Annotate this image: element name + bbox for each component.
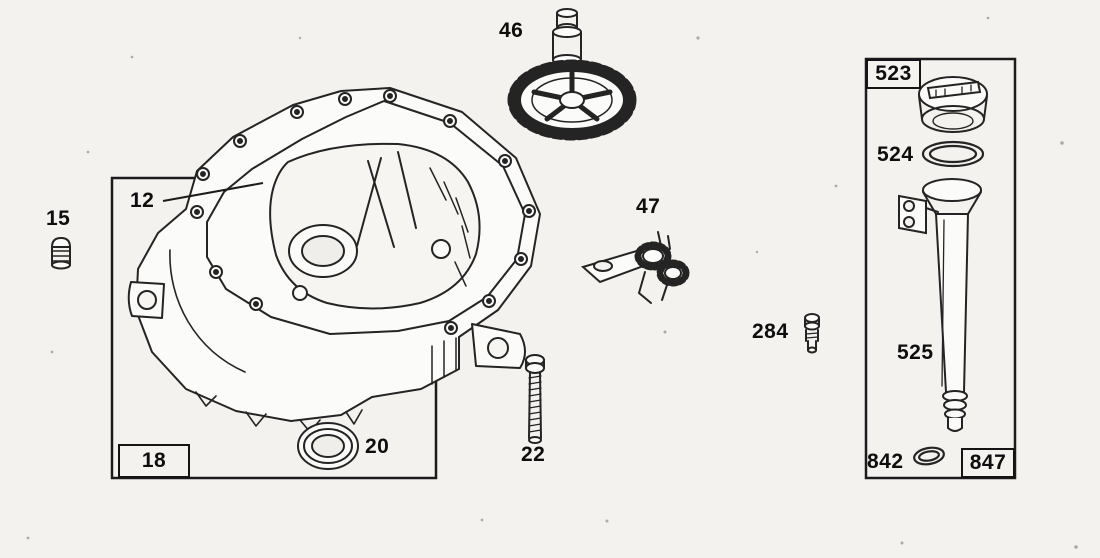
part-18-label: 18 — [118, 444, 190, 478]
part-12-leader-line — [162, 182, 264, 202]
flange-bolt-holes — [190, 89, 536, 335]
part-284-plug-drawing — [804, 313, 820, 354]
group-box-523 — [864, 57, 1017, 480]
part-22-label: 22 — [521, 443, 546, 466]
part-523-label: 523 — [866, 59, 921, 89]
part-46-cam-gear-drawing — [507, 8, 637, 141]
part-47-label: 47 — [636, 195, 661, 218]
part-842-label: 842 — [867, 450, 904, 473]
part-842-oring-drawing — [913, 446, 945, 466]
part-12-label: 12 — [130, 189, 155, 212]
part-22-bolt-drawing — [525, 354, 545, 444]
part-523-oil-cap-drawing — [918, 76, 988, 133]
part-20-label: 20 — [365, 435, 390, 458]
part-47-governor-drawing — [580, 231, 690, 304]
part-284-label: 284 — [752, 320, 789, 343]
scan-speckles — [26, 16, 1078, 549]
part-15-plug-drawing — [50, 236, 72, 270]
part-15-label: 15 — [46, 207, 71, 230]
part-524-oring-drawing — [921, 140, 985, 168]
part-847-label: 847 — [961, 448, 1015, 478]
crankcase-sump-drawing — [127, 87, 541, 433]
part-525-dipstick-tube-drawing — [898, 178, 982, 432]
part-46-label: 46 — [499, 19, 524, 42]
part-20-seal-drawing — [297, 422, 359, 470]
part-524-label: 524 — [877, 143, 914, 166]
part-525-label: 525 — [897, 341, 934, 364]
